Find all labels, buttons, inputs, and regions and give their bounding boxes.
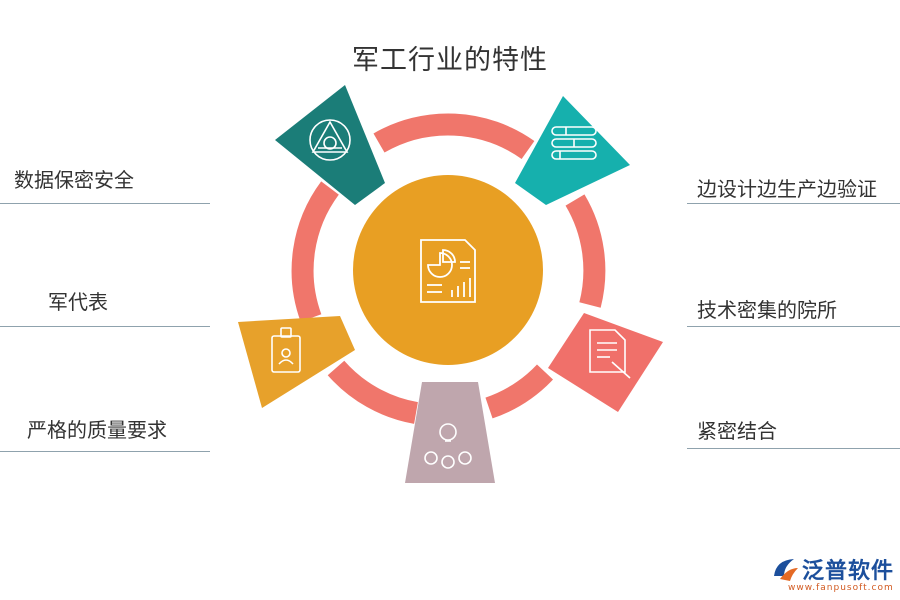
report-chart-icon	[420, 239, 476, 303]
page-title: 军工行业的特性	[352, 45, 548, 76]
document-pen-icon	[589, 329, 631, 379]
center-hub	[353, 175, 543, 365]
id-badge-icon	[271, 327, 301, 373]
outer-ring	[291, 113, 606, 424]
right-rule-1	[687, 203, 900, 204]
brand-name: 泛普软件	[802, 559, 895, 584]
segment-bottom	[405, 382, 495, 483]
ring-arc-top	[373, 113, 535, 160]
right-item-1: 边设计边生产边验证	[697, 177, 877, 201]
people-idea-icon	[424, 423, 472, 469]
stacked-bars-icon	[551, 126, 597, 160]
brand-logo-icon	[774, 559, 798, 581]
ring-arc-bottom-left	[327, 360, 419, 424]
left-item-3: 严格的质量要求	[27, 418, 167, 442]
left-item-2: 军代表	[48, 290, 108, 314]
right-item-3: 紧密结合	[697, 419, 777, 443]
ring-arc-bottom-right	[485, 364, 554, 419]
left-rule-3	[0, 451, 210, 452]
triangle-gear-icon	[309, 119, 351, 161]
segment-bottom-right	[548, 313, 663, 412]
brand-url: www.fanpusoft.com	[788, 583, 894, 593]
segment-top-left	[275, 85, 385, 205]
right-item-2: 技术密集的院所	[697, 298, 837, 322]
right-rule-3	[687, 448, 900, 449]
right-rule-2	[687, 326, 900, 327]
ring-arc-right	[565, 194, 606, 308]
segment-top-right	[515, 96, 630, 205]
left-item-1: 数据保密安全	[14, 168, 134, 192]
segment-left	[238, 316, 355, 408]
ring-arc-left	[291, 181, 339, 322]
brand-logo: 泛普软件	[770, 553, 894, 585]
left-rule-2	[0, 326, 210, 327]
left-rule-1	[0, 203, 210, 204]
